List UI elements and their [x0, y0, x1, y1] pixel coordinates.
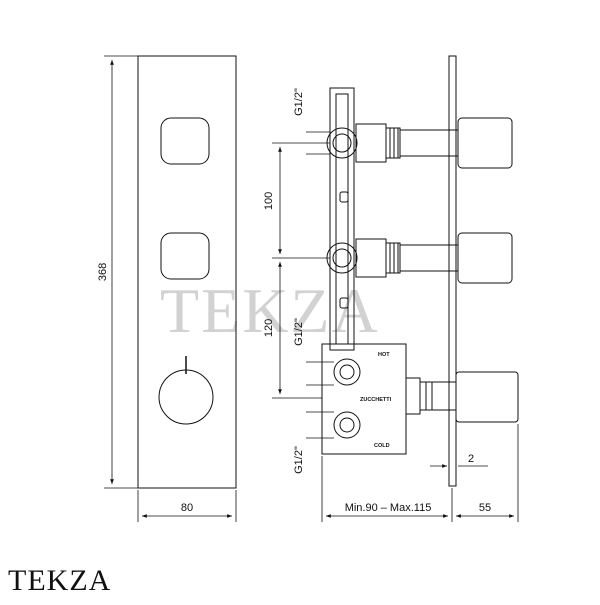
top-valve-body	[355, 123, 387, 163]
middle-valve-body	[355, 238, 387, 278]
mounting-rail	[329, 87, 355, 351]
spacing-top-label: 100	[263, 192, 275, 210]
depth-label: Min.90 – Max.115	[345, 502, 432, 514]
maker-label: ZUCCHETTI	[360, 397, 392, 403]
front-plate	[137, 55, 237, 489]
mixer-stem	[419, 381, 457, 411]
height-dimension	[104, 55, 138, 489]
cold-inlet-inner	[339, 417, 355, 433]
thermostat-handle	[455, 371, 519, 423]
thermostat-knob	[158, 369, 214, 425]
hot-inlet-inner	[339, 364, 355, 380]
hot-inlet	[333, 358, 361, 386]
thread-mid-label: G1/2"	[293, 318, 305, 346]
mixer-collar	[405, 377, 421, 415]
width-dimension	[137, 490, 237, 522]
top-valve-handle	[457, 117, 513, 169]
cold-inlet	[333, 411, 361, 439]
middle-valve-handle	[457, 232, 513, 284]
spacing-dimensions	[272, 142, 330, 399]
top-control-button	[160, 117, 210, 165]
depth-dimensions	[321, 424, 519, 522]
protrusion-label: 55	[479, 502, 491, 514]
hot-label: HOT	[378, 352, 390, 358]
plate-thickness-label: 2	[468, 453, 474, 465]
width-label: 80	[181, 502, 193, 514]
top-valve-inlet	[326, 127, 358, 159]
front-view	[137, 55, 237, 489]
rail-hole-upper	[339, 191, 349, 203]
thread-top-label: G1/2"	[293, 88, 305, 116]
brand-logo-text: TEKZA	[8, 564, 112, 597]
top-valve-inlet-inner	[332, 133, 352, 153]
watermark: TEKZA	[160, 275, 380, 346]
middle-valve-inlet-inner	[332, 248, 352, 268]
cover-plate	[448, 55, 457, 487]
thread-bottom-label: G1/2"	[293, 446, 305, 474]
side-view	[321, 55, 519, 487]
middle-control-button	[160, 232, 210, 280]
middle-valve-inlet	[326, 242, 358, 274]
height-label: 368	[97, 263, 109, 281]
cold-label: COLD	[374, 443, 390, 449]
thread-leaders	[306, 131, 334, 439]
rail-hole-lower	[339, 297, 349, 309]
spacing-bottom-label: 120	[263, 319, 275, 337]
